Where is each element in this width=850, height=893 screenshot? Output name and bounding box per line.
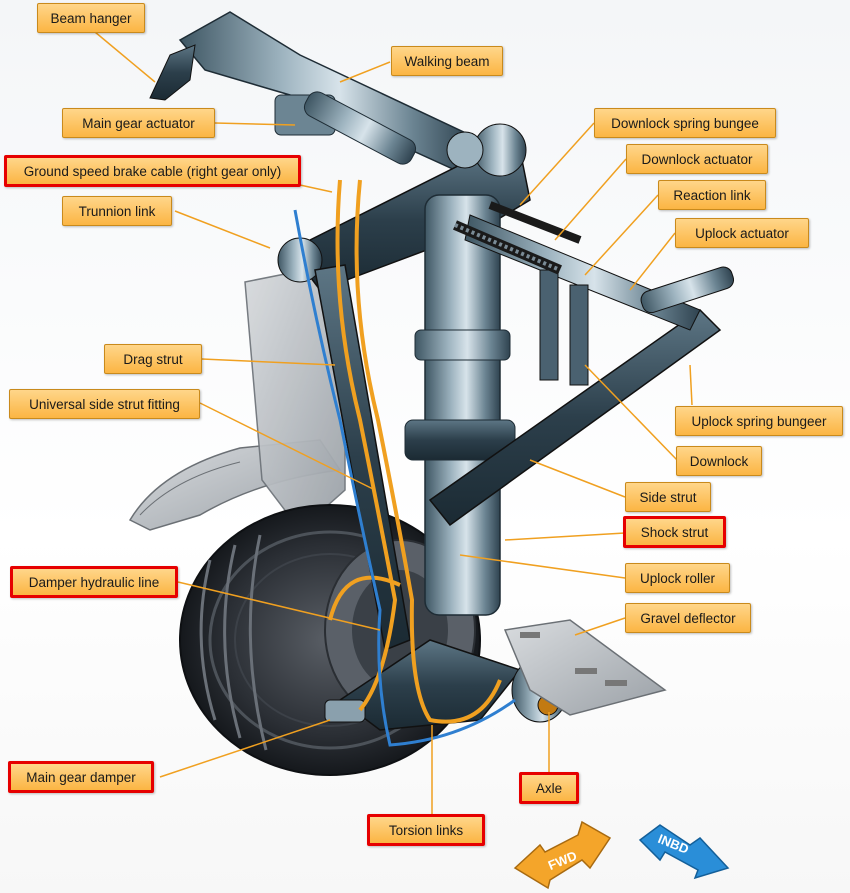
gravel-deflector xyxy=(503,619,667,716)
label-torsion-links: Torsion links xyxy=(367,814,485,846)
label-main-gear-damper: Main gear damper xyxy=(8,761,154,793)
torsion-links xyxy=(338,639,522,731)
label-walking-beam: Walking beam xyxy=(391,46,503,76)
label-uplock-spring-bungeer: Uplock spring bungeer xyxy=(675,406,843,436)
label-trunnion-link: Trunnion link xyxy=(62,196,172,226)
label-axle: Axle xyxy=(519,772,579,804)
label-uplock-actuator: Uplock actuator xyxy=(675,218,809,248)
shock-strut-cylinder xyxy=(424,194,501,616)
walking-beam xyxy=(178,11,471,171)
main-gear-damper xyxy=(324,699,366,723)
hydraulic-line-blue xyxy=(293,209,516,747)
label-side-strut: Side strut xyxy=(625,482,711,512)
label-downlock: Downlock xyxy=(676,446,762,476)
label-main-gear-actuator: Main gear actuator xyxy=(62,108,215,138)
side-strut xyxy=(428,309,722,527)
label-ground-speed-brake-cable: Ground speed brake cable (right gear onl… xyxy=(4,155,301,187)
inbd-arrow: INBD xyxy=(638,824,730,880)
label-downlock-spring-bungee: Downlock spring bungee xyxy=(594,108,776,138)
label-shock-strut: Shock strut xyxy=(623,516,726,548)
leader-lines xyxy=(94,31,693,814)
label-universal-side-strut-fitting: Universal side strut fitting xyxy=(9,389,200,419)
label-downlock-actuator: Downlock actuator xyxy=(626,144,768,174)
main-gear-actuator xyxy=(303,91,417,165)
label-damper-hydraulic-line: Damper hydraulic line xyxy=(10,566,178,598)
beam-hanger xyxy=(149,44,196,101)
label-uplock-roller: Uplock roller xyxy=(625,563,730,593)
uplock-actuator xyxy=(640,266,735,314)
label-gravel-deflector: Gravel deflector xyxy=(625,603,751,633)
label-drag-strut: Drag strut xyxy=(104,344,202,374)
hydraulic-line-orange xyxy=(335,179,398,712)
label-beam-hanger: Beam hanger xyxy=(37,3,145,33)
label-reaction-link: Reaction link xyxy=(658,180,766,210)
fwd-arrow: FWD xyxy=(513,820,612,890)
